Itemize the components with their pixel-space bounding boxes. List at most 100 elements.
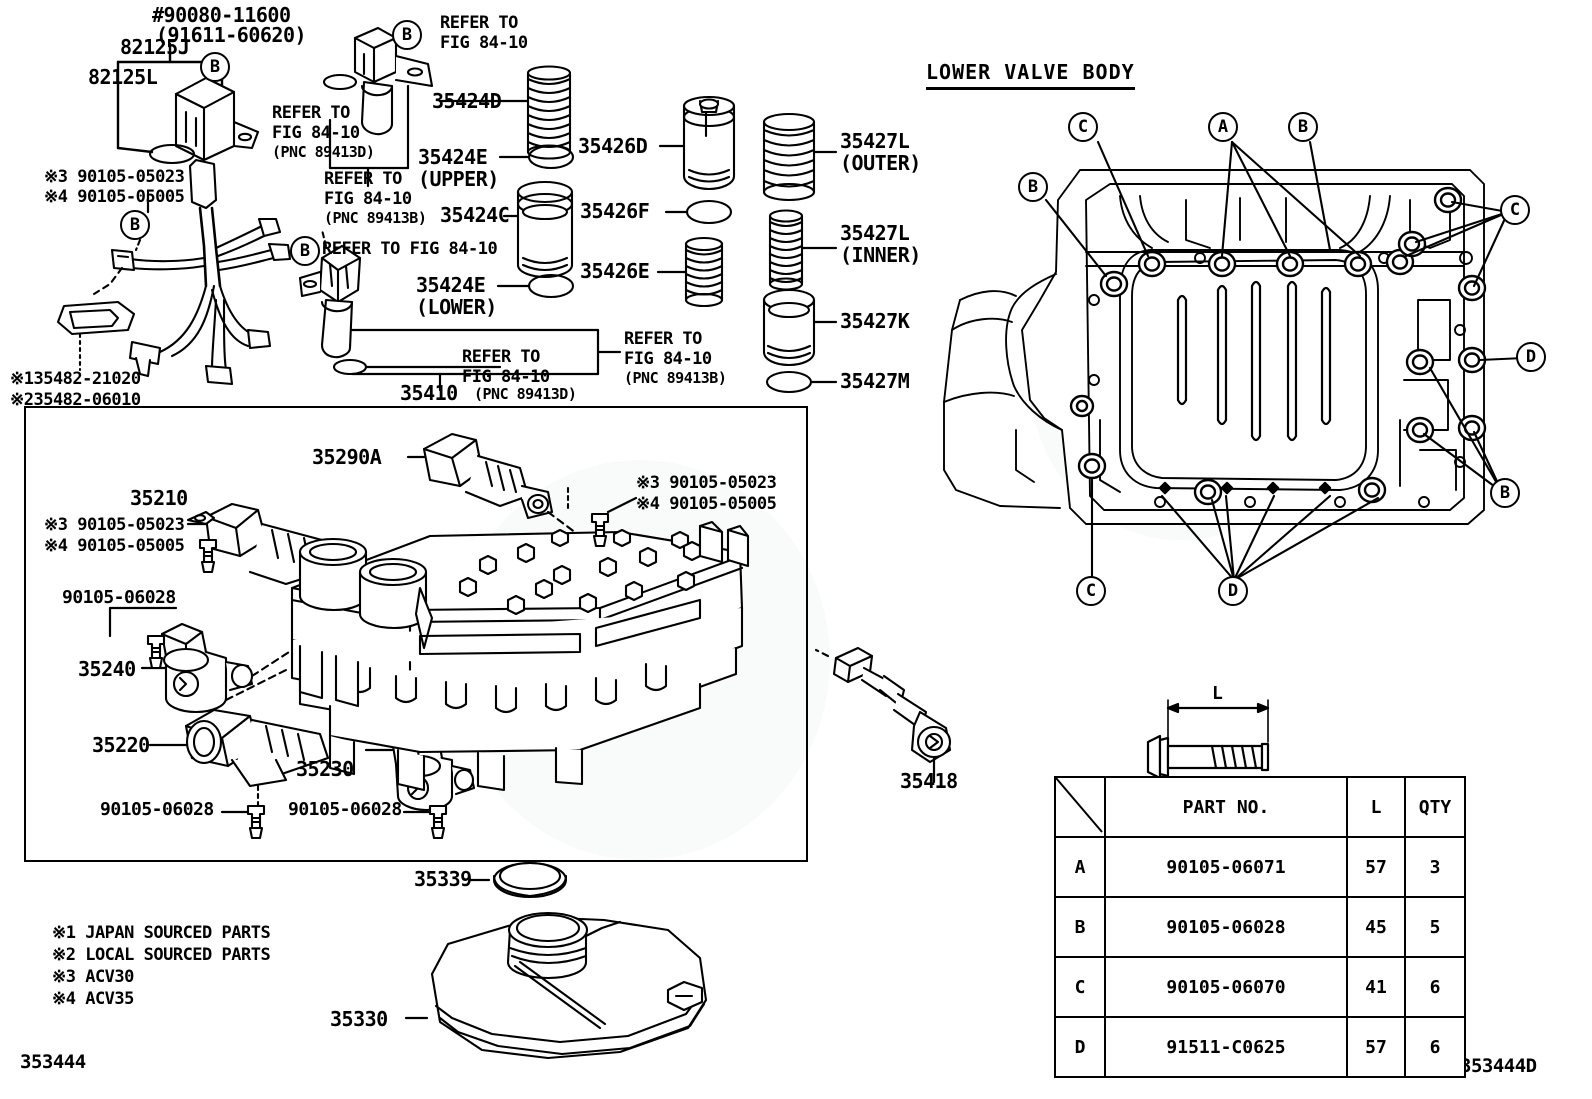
table-header-part-no: PART NO.: [1104, 776, 1348, 838]
table-cell-qty: 5: [1404, 896, 1466, 958]
label-35339: 35339: [414, 867, 472, 891]
label-35330: 35330: [330, 1007, 388, 1031]
label-refer-to-2-line3: (PNC 89413B): [324, 209, 427, 227]
table-cell-key: A: [1054, 836, 1106, 898]
callout-c-top: C: [1068, 112, 1098, 142]
legend-line-3: ※3 ACV30: [52, 967, 134, 987]
legend-line-4: ※4 ACV35: [52, 989, 134, 1009]
label-35290A: 35290A: [312, 445, 382, 469]
label-35424E-upper-note: (UPPER): [418, 167, 499, 191]
label-35427K: 35427K: [840, 309, 910, 333]
label-bolt-acv35-harness: ※4 90105-05005: [44, 187, 185, 207]
label-refer-to-2-line1: REFER TO: [324, 169, 402, 189]
callout-b-lower-right: B: [1490, 478, 1520, 508]
label-refer-to-right-line1: REFER TO: [624, 329, 702, 349]
table-cell-part-no: 90105-06071: [1104, 836, 1348, 898]
table-cell-key: B: [1054, 896, 1106, 958]
legend-line-2: ※2 LOCAL SOURCED PARTS: [52, 945, 271, 965]
label-91611-60620: (91611-60620): [156, 23, 307, 47]
callout-c-bottom: C: [1076, 576, 1106, 606]
callout-d-bottom: D: [1218, 576, 1248, 606]
label-35427L-outer-note: (OUTER): [840, 151, 921, 175]
label-refer-to-1-line3: (PNC 89413D): [272, 143, 375, 161]
label-refer-to-fig-84-10-inline: REFER TO FIG 84-10: [322, 239, 498, 259]
label-bolt-06028-b: 90105-06028: [100, 799, 214, 820]
table-cell-l: 45: [1346, 896, 1406, 958]
label-35427L-outer: 35427L: [840, 129, 910, 153]
label-35220: 35220: [92, 733, 150, 757]
table-cell-l: 57: [1346, 1016, 1406, 1078]
label-refer-to-2-line2: FIG 84-10: [324, 189, 412, 209]
callout-b-harness-bolt: B: [120, 210, 150, 240]
label-35424E-lower: 35424E: [416, 273, 486, 297]
label-35427L-inner: 35427L: [840, 221, 910, 245]
table-row: C 90105-06070 41 6: [1054, 956, 1466, 1018]
valve-body-assembly-box: [24, 406, 808, 862]
label-refer-to-mid-line2: FIG 84-10: [462, 367, 550, 387]
label-35427M: 35427M: [840, 369, 910, 393]
label-bolt-06028-a: 90105-06028: [62, 587, 176, 608]
table-cell-key: D: [1054, 1016, 1106, 1078]
table-header-qty: QTY: [1404, 776, 1466, 838]
table-cell-qty: 3: [1404, 836, 1466, 898]
diagonal-slash-icon: [1055, 777, 1103, 833]
callout-b-upper-left: B: [1018, 172, 1048, 202]
table-header-l: L: [1346, 776, 1406, 838]
label-35210: 35210: [130, 486, 188, 510]
label-refer-to-mid-line1: REFER TO: [462, 347, 540, 367]
section-title-lower-valve-body: LOWER VALVE BODY: [926, 60, 1135, 90]
label-refer-to-1-line1: REFER TO: [272, 103, 350, 123]
table-cell-part-no: 90105-06070: [1104, 956, 1348, 1018]
label-bolt-acv35-vb-b: ※4 90105-05005: [636, 494, 777, 514]
label-35418: 35418: [900, 769, 958, 793]
label-bolt-acv30-harness: ※3 90105-05023: [44, 167, 185, 187]
label-35426E: 35426E: [580, 259, 650, 283]
table-cell-l: 57: [1346, 836, 1406, 898]
figure-code-bottom-right: 353444D: [1460, 1055, 1537, 1077]
callout-b-sensor-lower: B: [290, 236, 320, 266]
label-35426D: 35426D: [578, 134, 648, 158]
callout-a-top: A: [1208, 112, 1238, 142]
label-82125L: 82125L: [88, 65, 158, 89]
label-refer-to-right-line2: FIG 84-10: [624, 349, 712, 369]
label-bolt-acv30-vb-b: ※3 90105-05023: [636, 473, 777, 493]
label-35426F: 35426F: [580, 199, 650, 223]
label-dimension-l: L: [1212, 683, 1223, 704]
label-bolt-06028-c: 90105-06028: [288, 799, 402, 820]
parts-table: PART NO. L QTY A 90105-06071 57 3 B 9010…: [1054, 776, 1466, 1078]
callout-b-top-right: B: [1288, 112, 1318, 142]
label-refer-to-top-line1: REFER TO: [440, 13, 518, 33]
label-35240: 35240: [78, 657, 136, 681]
label-35424E-lower-note: (LOWER): [416, 295, 497, 319]
callout-d-right: D: [1516, 342, 1546, 372]
label-refer-to-mid-line3: (PNC 89413D): [474, 385, 577, 403]
table-row: A 90105-06071 57 3: [1054, 836, 1466, 898]
legend-line-1: ※1 JAPAN SOURCED PARTS: [52, 923, 271, 943]
label-refer-to-1-line2: FIG 84-10: [272, 123, 360, 143]
label-35424C: 35424C: [440, 203, 510, 227]
callout-c-right: C: [1500, 195, 1530, 225]
callout-b-sensor-upper: B: [392, 20, 422, 50]
label-clamp-135482-21020: ※135482-21020: [10, 369, 141, 389]
table-corner-cell: [1054, 776, 1106, 838]
table-header-row: PART NO. L QTY: [1054, 776, 1466, 838]
label-35410: 35410: [400, 381, 458, 405]
label-35427L-inner-note: (INNER): [840, 243, 921, 267]
table-cell-qty: 6: [1404, 1016, 1466, 1078]
table-cell-part-no: 90105-06028: [1104, 896, 1348, 958]
callout-b-harness-top: B: [200, 52, 230, 82]
label-35424E-upper: 35424E: [418, 145, 488, 169]
table-row: B 90105-06028 45 5: [1054, 896, 1466, 958]
label-clamp-235482-06010: ※235482-06010: [10, 390, 141, 410]
table-cell-qty: 6: [1404, 956, 1466, 1018]
label-82125J: 82125J: [120, 35, 190, 59]
label-bolt-acv35-vb-a: ※4 90105-05005: [44, 536, 185, 556]
label-refer-to-right-line3: (PNC 89413B): [624, 369, 727, 387]
label-90080-11600: #90080-11600: [152, 3, 291, 27]
figure-code-bottom-left: 353444: [20, 1051, 86, 1073]
table-row: D 91511-C0625 57 6: [1054, 1016, 1466, 1078]
label-35230: 35230: [296, 757, 354, 781]
label-refer-to-top-line2: FIG 84-10: [440, 33, 528, 53]
label-35424D: 35424D: [432, 89, 502, 113]
table-cell-key: C: [1054, 956, 1106, 1018]
